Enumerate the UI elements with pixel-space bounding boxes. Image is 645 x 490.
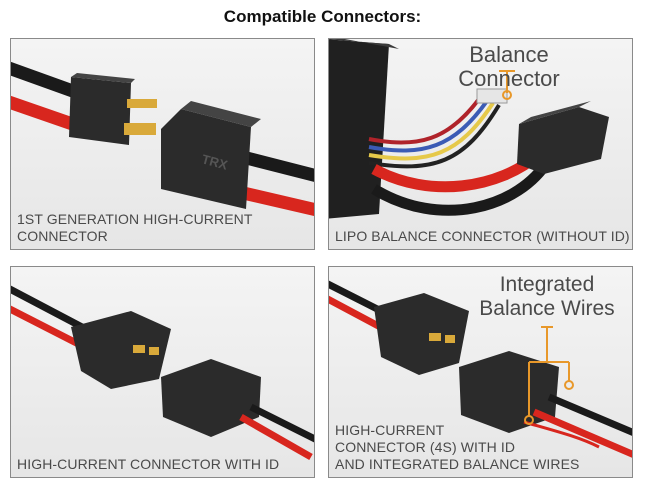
connector-illustration: TRX	[11, 61, 314, 217]
connector-illustration	[11, 285, 314, 461]
svg-text:TRX: TRX	[200, 151, 229, 172]
panel-caption: HIGH-CURRENT CONNECTOR WITH ID	[17, 456, 280, 472]
connector-illustration	[329, 280, 632, 458]
callout-balance-connector: Balance Connector	[458, 42, 560, 91]
panel-caption: HIGH-CURRENT CONNECTOR (4S) WITH ID AND …	[335, 422, 580, 472]
panel-caption: LIPO BALANCE CONNECTOR (WITHOUT ID)	[335, 228, 630, 244]
panel-caption: 1ST GENERATION HIGH-CURRENT CONNECTOR	[17, 211, 253, 244]
panel-high-current-connector-with-id: HIGH-CURRENT CONNECTOR WITH ID	[10, 266, 315, 478]
panel-1st-generation-connector: TRX 1ST GENERATION HIGH-CURRENT CONNECTO…	[10, 38, 315, 250]
page-title: Compatible Connectors:	[223, 7, 422, 26]
panel-4s-connector-integrated-balance: Integrated Balance Wires HIGH-CURRENT CO…	[328, 266, 633, 478]
panel-lipo-balance-connector: Balance Connector LIPO BALANCE CONNECTOR…	[328, 38, 633, 250]
callout-integrated-balance-wires: Integrated Balance Wires	[479, 273, 615, 320]
connector-illustration	[329, 39, 609, 219]
